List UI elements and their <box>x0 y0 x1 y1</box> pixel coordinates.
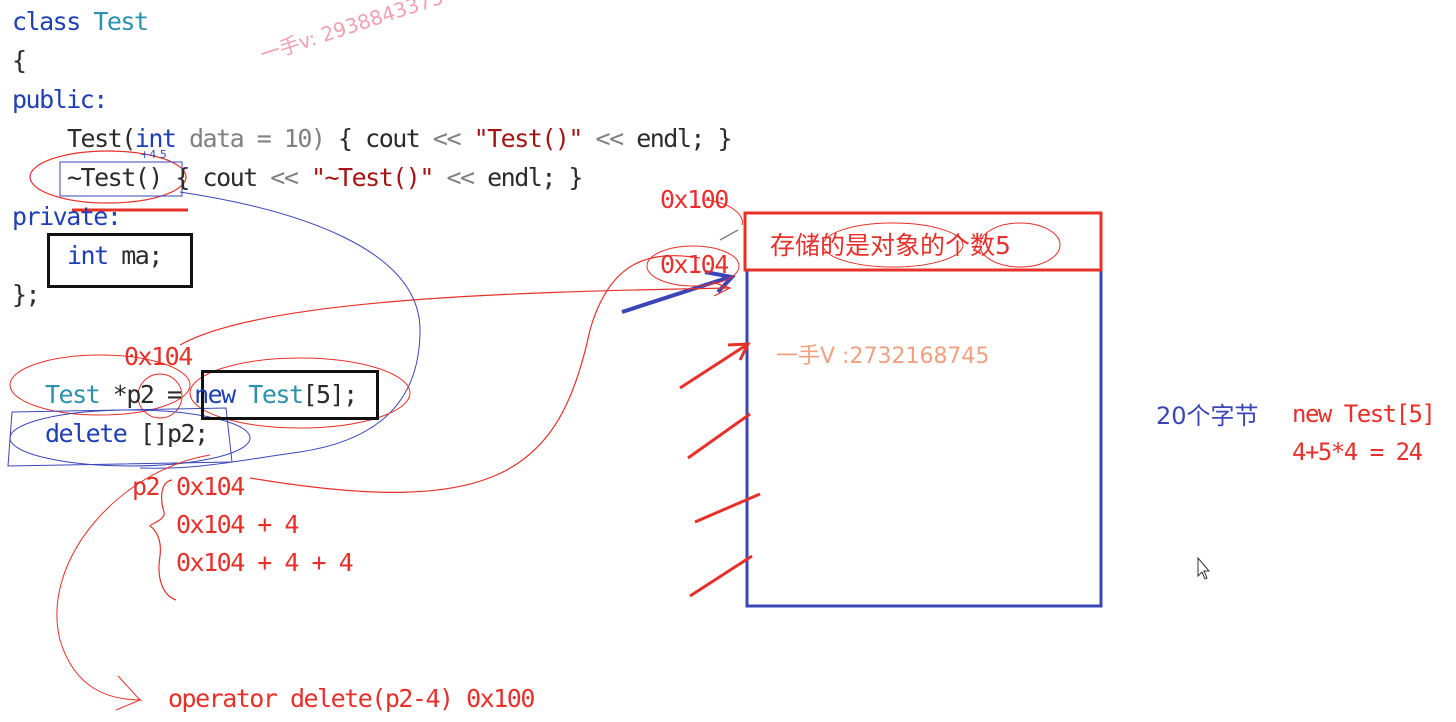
kw-new: new <box>194 380 236 409</box>
op-shift-1: << <box>432 124 462 153</box>
p2-to-block-line <box>179 287 731 346</box>
p2-addr-0: 0x104 <box>176 472 245 501</box>
array-size: [5]; <box>302 380 359 409</box>
code-line-3: public: <box>12 85 108 114</box>
curve-to-0x104 <box>249 255 701 494</box>
kw-int-member: int <box>67 241 109 270</box>
ctor-param: data = 10) <box>175 124 339 153</box>
kw-class: class <box>12 7 81 36</box>
ctor-name: Test( <box>67 124 136 153</box>
small-mark: +4 5 <box>140 148 167 161</box>
p2-addr-2: 0x104 + 4 + 4 <box>176 548 354 577</box>
class-name: Test <box>93 7 149 36</box>
memory-block <box>745 268 1103 608</box>
delete-target: []p2; <box>126 419 209 448</box>
new-expr-box <box>201 370 379 420</box>
p2-brace <box>149 479 177 601</box>
new-type: Test <box>234 380 304 409</box>
member-name: ma; <box>107 241 163 270</box>
member-box <box>47 233 193 288</box>
ctor-string: "Test()" <box>460 124 596 153</box>
addr-0x104-right-label: 0x104 <box>660 250 729 279</box>
code-line-4: Test(int data = 10) { cout << "Test()" <… <box>67 124 733 153</box>
dtor-body-end: endl; } <box>473 163 583 192</box>
kw-int: int <box>134 124 177 153</box>
side-size-calc: 4+5*4 = 24 <box>1292 438 1423 466</box>
ptr-decl: *p2 = <box>99 380 195 409</box>
watermark-block: 一手V :2732168745 <box>776 344 990 369</box>
p2-label: p2 <box>132 472 161 501</box>
count-header-text: 存储的是对象的个数5 <box>770 231 1011 260</box>
code-line-2: { <box>12 46 27 75</box>
cursor-icon <box>1197 556 1211 580</box>
op-shift-2: << <box>595 124 625 153</box>
code-line-6: private: <box>12 202 122 231</box>
kw-delete: delete <box>45 419 128 448</box>
ctor-body-start: { cout <box>338 124 433 153</box>
addr-0x100-label: 0x100 <box>660 185 729 214</box>
addr-0x104-left-label: 0x104 <box>124 342 193 371</box>
bytes-label: 20个字节 <box>1156 402 1259 430</box>
code-line-7: int ma; <box>67 241 163 270</box>
code-line-9: Test *p2 = new Test[5]; <box>45 380 359 409</box>
op-shift-3: << <box>270 163 299 192</box>
element-arrows <box>679 342 761 598</box>
p2-addr-1: 0x104 + 4 <box>176 510 299 539</box>
code-line-8: }; <box>12 280 41 309</box>
side-new-expr: new Test[5] <box>1292 400 1436 428</box>
code-line-1: class Test <box>12 7 149 36</box>
dtor-string: "~Test()" <box>297 163 447 192</box>
code-line-10: delete []p2; <box>45 419 209 448</box>
dtor-name: ~Test() <box>67 163 163 192</box>
operator-delete-text: operator delete(p2-4) 0x100 <box>168 684 535 713</box>
curve-to-operator-delete <box>56 454 211 701</box>
count-header-cell <box>743 211 1103 272</box>
ctor-body-end: endl; } <box>622 124 732 153</box>
op-shift-4: << <box>446 163 475 192</box>
dtor-body-start: { cout <box>161 163 271 192</box>
code-line-5: ~Test() { cout << "~Test()" << endl; } <box>67 163 584 192</box>
ptr-type: Test <box>45 380 101 409</box>
